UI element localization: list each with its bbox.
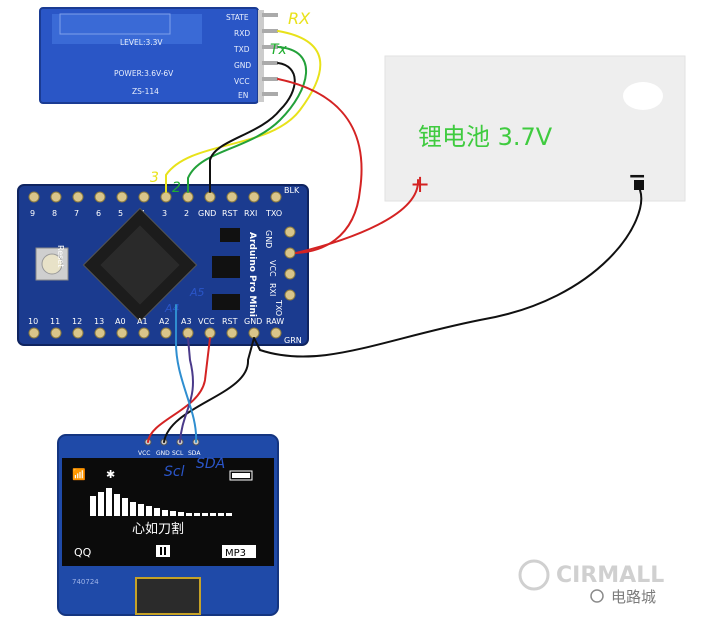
bluetooth-icon: ✱	[106, 468, 115, 481]
oled-left-text: QQ	[74, 546, 92, 559]
bt-pin-vcc: VCC	[234, 77, 250, 86]
arduino-pin-3: 3	[162, 209, 167, 218]
bt-pin-en: EN	[238, 91, 248, 100]
watermark-cn-name: 电路城	[611, 588, 656, 606]
equalizer-bars	[90, 488, 232, 516]
regulator-chip	[220, 228, 240, 242]
arduino-pin-11: 11	[50, 317, 60, 326]
wire-purple-oled-scl	[179, 337, 194, 443]
oled-pin-scl: SCL	[172, 450, 184, 457]
arduino-side-txo: TXO	[274, 299, 283, 316]
oled-pcb-code: 740724	[72, 578, 99, 586]
pause-icon	[156, 545, 170, 557]
oled-pin-vcc: VCC	[138, 450, 150, 457]
arduino-pin-a3: A3	[181, 317, 192, 326]
battery-plus-sign: +	[410, 170, 430, 198]
arduino-pin-a0: A0	[115, 317, 126, 326]
arduino-label-blk: BLK	[284, 186, 300, 195]
cirmall-logo-icon	[518, 559, 550, 591]
atmega-chip	[82, 207, 198, 323]
oled-pin-sda: SDA	[188, 450, 201, 457]
bt-pin-header	[258, 10, 278, 102]
arduino-pin-txo: TXO	[265, 209, 282, 218]
wire-green-tx	[187, 46, 307, 193]
arduino-pro-mini: 9 8 7 6 5 4 3 2 GND RST RXI TXO BLK Rese…	[17, 184, 309, 346]
arduino-pin-raw: RAW	[266, 317, 284, 326]
wire-black-bt-gnd	[209, 62, 296, 193]
watermark: CIRMALL 电路城	[518, 559, 664, 606]
reset-button	[35, 247, 69, 281]
arduino-pin-9: 9	[30, 209, 35, 218]
annotation-2: 2	[172, 180, 181, 196]
annotation-sda: SDA	[196, 456, 225, 472]
wechat-icon	[590, 589, 604, 603]
bt-power-text: POWER:3.6V-6V	[114, 69, 174, 78]
annotation-scl: Scl	[164, 464, 185, 480]
arduino-pin-a2: A2	[159, 317, 170, 326]
arduino-pin-rxi: RXI	[244, 209, 257, 218]
annotation-tx: Tx	[270, 42, 288, 58]
arduino-side-gnd: GND	[264, 230, 273, 248]
wires	[147, 30, 643, 443]
arduino-pin-vcc: VCC	[198, 317, 215, 326]
arduino-pin-6: 6	[96, 209, 101, 218]
arduino-pin-a1: A1	[137, 317, 148, 326]
arduino-pin-rst-bottom: RST	[222, 317, 238, 326]
oled-ribbon	[135, 577, 201, 615]
arduino-side-pins	[284, 226, 296, 301]
ic-chip	[212, 256, 240, 278]
ic-chip-2	[212, 294, 240, 310]
bt-model-text: ZS-114	[132, 87, 159, 96]
battery-icon	[229, 470, 253, 481]
board-name-text: Arduino Pro Mini	[247, 232, 257, 317]
annotation-a5: A5	[189, 286, 205, 299]
oled-pin-gnd: GND	[156, 450, 170, 457]
oled-module: 📶 ✱ 心如刀割 QQ	[57, 434, 279, 616]
oled-right-text: MP3	[225, 548, 246, 559]
wire-black-oled-gnd	[163, 337, 255, 443]
arduino-pin-5: 5	[118, 209, 123, 218]
reset-label: Reset	[56, 245, 65, 267]
annotation-3: 3	[150, 170, 159, 186]
arduino-top-pin-row	[28, 191, 282, 203]
arduino-bottom-pin-row	[28, 327, 282, 339]
arduino-pin-10: 10	[28, 317, 38, 326]
signal-icon: 📶	[72, 468, 86, 481]
wire-red-battery-plus	[295, 179, 420, 254]
arduino-pin-rst-top: RST	[222, 209, 238, 218]
bt-pin-rxd: RXD	[234, 29, 250, 38]
bluetooth-module: LEVEL:3.3V POWER:3.6V-6V ZS-114 STATE RX…	[39, 7, 278, 104]
wire-black-battery-minus	[253, 189, 643, 358]
arduino-pin-gnd-bottom: GND	[244, 317, 262, 326]
wire-blue-oled-sda	[174, 304, 198, 443]
arduino-pin-2: 2	[184, 209, 189, 218]
arduino-label-grn: GRN	[284, 336, 302, 345]
arduino-pin-8: 8	[52, 209, 57, 218]
annotation-rx: RX	[288, 9, 311, 28]
arduino-side-vcc: VCC	[268, 260, 277, 277]
wire-yellow-rx	[165, 30, 322, 193]
arduino-pin-7: 7	[74, 209, 79, 218]
bt-pin-txd: TXD	[233, 45, 250, 54]
arduino-side-rxi: RXI	[268, 283, 277, 296]
bt-pin-state: STATE	[226, 13, 249, 22]
wire-red-oled-vcc	[147, 337, 211, 443]
watermark-brand: CIRMALL	[556, 563, 664, 588]
arduino-pin-12: 12	[72, 317, 82, 326]
lipo-battery: 锂电池 3.7V + −	[384, 55, 686, 202]
battery-label: 锂电池 3.7V	[418, 123, 553, 151]
bt-pin-gnd: GND	[234, 61, 251, 70]
arduino-pin-gnd-top: GND	[198, 209, 216, 218]
battery-negative-terminal	[634, 180, 644, 190]
bt-level-text: LEVEL:3.3V	[120, 38, 163, 47]
annotation-a4: A4	[164, 302, 180, 315]
oled-center-text: 心如刀割	[132, 521, 184, 537]
arduino-pin-13: 13	[94, 317, 104, 326]
